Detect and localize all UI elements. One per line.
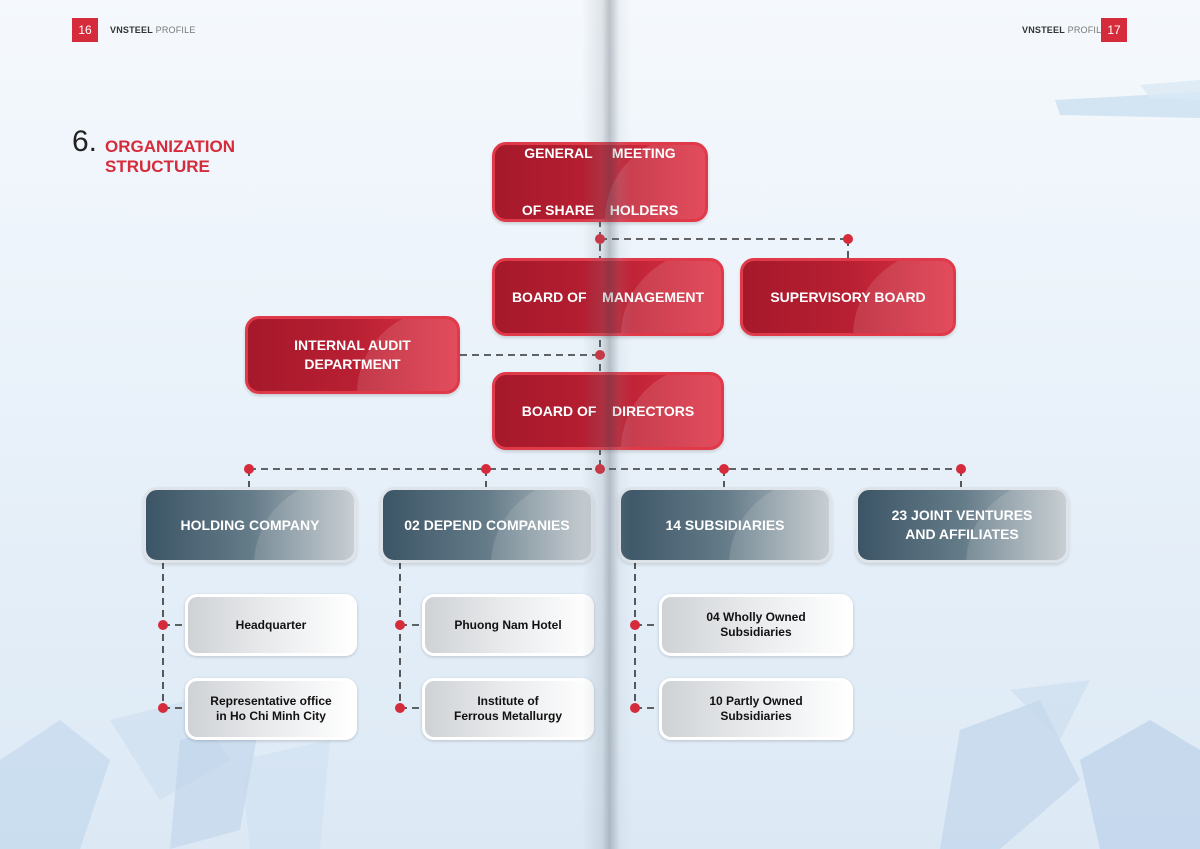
right-page-number: 17 [1101, 18, 1127, 42]
joint-ventures-line2: AND AFFILIATES [905, 526, 1019, 542]
wholly-owned-line2: Subsidiaries [720, 625, 792, 639]
wholly-owned-line1: 04 Wholly Owned [706, 610, 806, 624]
depend-companies-box: 02 DEPEND COMPANIES [380, 487, 594, 563]
running-head-profile: PROFILE [155, 25, 196, 35]
board-of-management-box: BOARD OF MANAGEMENT [492, 258, 724, 336]
connector-dot [158, 703, 168, 713]
running-head-brand: VNSTEEL [1022, 25, 1065, 35]
connector-dot [395, 703, 405, 713]
joint-ventures-affiliates-box: 23 JOINT VENTURES AND AFFILIATES [855, 487, 1069, 563]
left-page-number: 16 [72, 18, 98, 42]
general-meeting-line1: GENERAL MEETING [524, 145, 676, 161]
phuong-nam-hotel-label: Phuong Nam Hotel [454, 617, 562, 632]
section-title: ORGANIZATION STRUCTURE [105, 137, 235, 177]
connector-dot [158, 620, 168, 630]
section-title-line2: STRUCTURE [105, 157, 210, 176]
headquarter-box: Headquarter [185, 594, 357, 656]
institute-line1: Institute of [477, 694, 539, 708]
connector-dot [843, 234, 853, 244]
partly-owned-subsidiaries-box: 10 Partly Owned Subsidiaries [659, 678, 853, 740]
board-of-directors-box: BOARD OF DIRECTORS [492, 372, 724, 450]
connector-dot [630, 620, 640, 630]
wholly-owned-subsidiaries-box: 04 Wholly Owned Subsidiaries [659, 594, 853, 656]
internal-audit-line1: INTERNAL AUDIT [294, 337, 411, 353]
joint-ventures-line1: 23 JOINT VENTURES [891, 507, 1033, 523]
connector-dot [395, 620, 405, 630]
subsidiaries-label: 14 SUBSIDIARIES [665, 516, 785, 533]
supervisory-board-box: SUPERVISORY BOARD [740, 258, 956, 336]
partly-owned-line2: Subsidiaries [720, 709, 792, 723]
board-of-management-label: BOARD OF MANAGEMENT [511, 288, 705, 305]
connector-dot [719, 464, 729, 474]
headquarter-label: Headquarter [235, 617, 307, 632]
depend-companies-label: 02 DEPEND COMPANIES [404, 516, 570, 533]
general-meeting-of-shareholders-box: GENERAL MEETING OF SHARE HOLDERS [492, 142, 708, 222]
supervisory-board-label: SUPERVISORY BOARD [770, 288, 926, 305]
left-running-head: VNSTEEL PROFILE [110, 25, 196, 35]
representative-office-box: Representative office in Ho Chi Minh Cit… [185, 678, 357, 740]
connector-dot [481, 464, 491, 474]
holding-company-box: HOLDING COMPANY [143, 487, 357, 563]
right-running-head: VNSTEEL PROFILE [1022, 25, 1108, 35]
connector-dot [595, 234, 605, 244]
running-head-brand: VNSTEEL [110, 25, 153, 35]
internal-audit-line2: DEPARTMENT [304, 356, 401, 372]
connector-dot [595, 350, 605, 360]
connector-dot [956, 464, 966, 474]
section-number: 6. [72, 125, 98, 158]
representative-office-line2: in Ho Chi Minh City [215, 709, 326, 723]
partly-owned-line1: 10 Partly Owned [709, 694, 803, 708]
section-title-line1: ORGANIZATION [105, 137, 236, 156]
holding-company-label: HOLDING COMPANY [180, 516, 320, 533]
internal-audit-department-box: INTERNAL AUDIT DEPARTMENT [245, 316, 460, 394]
institute-ferrous-metallurgy-box: Institute of Ferrous Metallurgy [422, 678, 594, 740]
representative-office-line1: Representative office [210, 694, 332, 708]
subsidiaries-box: 14 SUBSIDIARIES [618, 487, 832, 563]
institute-line2: Ferrous Metallurgy [453, 709, 563, 723]
running-head-profile: PROFILE [1067, 25, 1108, 35]
connector-dot [630, 703, 640, 713]
board-of-directors-label: BOARD OF DIRECTORS [521, 402, 695, 419]
connector-dot [595, 464, 605, 474]
connector-dot [244, 464, 254, 474]
general-meeting-line2: OF SHARE HOLDERS [521, 202, 679, 218]
phuong-nam-hotel-box: Phuong Nam Hotel [422, 594, 594, 656]
